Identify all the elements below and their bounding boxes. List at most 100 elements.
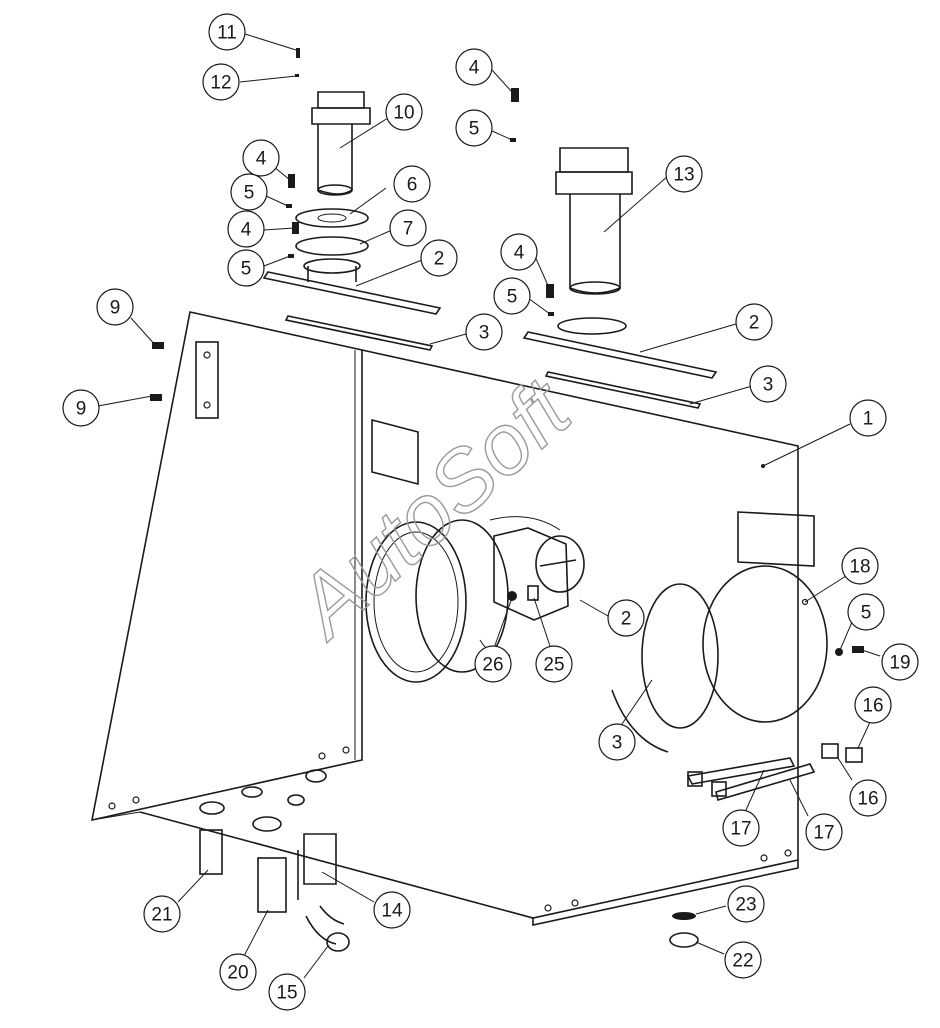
svg-text:2: 2 <box>434 249 445 270</box>
gasket-strip-2a <box>262 271 442 315</box>
callout-1: 1 <box>849 399 887 437</box>
inspection-openings <box>365 516 828 753</box>
sight-gauge <box>493 527 585 621</box>
callout-19: 19 <box>881 643 919 681</box>
filler-neck-assembly <box>262 91 442 351</box>
callout-21: 21 <box>143 895 181 933</box>
svg-text:5: 5 <box>469 119 480 140</box>
svg-text:2: 2 <box>621 609 632 630</box>
svg-text:9: 9 <box>110 298 121 319</box>
callout-18: 18 <box>841 547 879 585</box>
callout-16-a: 16 <box>854 686 892 724</box>
svg-text:16: 16 <box>857 789 878 810</box>
svg-text:22: 22 <box>732 951 753 972</box>
flange-7 <box>295 236 369 256</box>
plug-22 <box>669 932 699 948</box>
svg-text:4: 4 <box>241 220 252 241</box>
fitting-16b <box>845 747 863 763</box>
svg-text:5: 5 <box>861 603 872 624</box>
svg-text:17: 17 <box>730 819 751 840</box>
callout-12: 12 <box>202 63 240 101</box>
svg-text:18: 18 <box>849 557 870 578</box>
gasket-strip-3a <box>284 315 434 351</box>
callouts: 11 12 10 4 5 6 4 7 5 2 4 5 13 4 5 2 3 9 … <box>62 13 919 1011</box>
tank-side-panel <box>90 311 363 822</box>
callout-4-b: 4 <box>227 210 265 248</box>
callout-2-b: 2 <box>735 303 773 341</box>
leader-lines <box>97 33 881 979</box>
sight-gauge-lens <box>535 535 585 593</box>
svg-text:23: 23 <box>735 895 756 916</box>
svg-text:5: 5 <box>241 259 252 280</box>
callout-4-a: 4 <box>242 139 280 177</box>
callout-3-c: 3 <box>598 723 636 761</box>
tank-base-edge <box>91 811 141 821</box>
callout-9-b: 9 <box>62 389 100 427</box>
bottom-components <box>199 769 699 952</box>
svg-text:2: 2 <box>749 313 760 334</box>
callout-17-a: 17 <box>722 809 760 847</box>
inspection-cover <box>702 565 828 723</box>
elbow-15 <box>305 915 337 945</box>
callout-6: 6 <box>393 165 431 203</box>
svg-text:1: 1 <box>863 409 874 430</box>
callout-5-a: 5 <box>230 173 268 211</box>
side-bracket <box>195 341 219 419</box>
valve-14 <box>303 833 337 885</box>
gauge-fitting <box>527 585 539 601</box>
svg-text:5: 5 <box>244 183 255 204</box>
svg-text:17: 17 <box>813 823 834 844</box>
svg-text:12: 12 <box>210 73 231 94</box>
callout-5-b: 5 <box>227 249 265 287</box>
svg-text:19: 19 <box>889 653 910 674</box>
svg-text:13: 13 <box>673 165 694 186</box>
callout-2-a: 2 <box>420 239 458 277</box>
pipe-17b <box>715 763 816 802</box>
left-ring-flange <box>365 521 467 683</box>
sight-gauge-plate <box>493 527 569 621</box>
gasket-strip-2b <box>522 331 718 379</box>
callout-11: 11 <box>208 13 246 51</box>
callout-5-e: 5 <box>847 593 885 631</box>
callout-14: 14 <box>373 891 411 929</box>
svg-text:4: 4 <box>469 58 480 79</box>
callout-5-c: 5 <box>455 109 493 147</box>
callout-22: 22 <box>724 941 762 979</box>
svg-text:3: 3 <box>763 375 774 396</box>
svg-text:16: 16 <box>862 696 883 717</box>
front-bracket-right <box>737 511 815 567</box>
tank-body <box>90 311 815 926</box>
svg-text:26: 26 <box>482 655 503 676</box>
filler-neck-large <box>522 147 718 409</box>
callout-17-b: 17 <box>805 813 843 851</box>
callout-25: 25 <box>535 645 573 683</box>
fasteners <box>150 48 864 656</box>
flange-6 <box>295 208 369 228</box>
callout-4-d: 4 <box>500 233 538 271</box>
svg-text:15: 15 <box>276 983 297 1004</box>
right-ring-gasket-arc <box>611 689 669 753</box>
svg-text:21: 21 <box>151 905 172 926</box>
svg-text:25: 25 <box>543 655 564 676</box>
front-bracket-left <box>371 418 419 486</box>
gasket-strip-3b <box>544 371 702 409</box>
tank-bottom-flange <box>532 860 799 926</box>
drain-plug <box>507 591 517 601</box>
callout-2-c: 2 <box>607 599 645 637</box>
svg-text:4: 4 <box>514 243 525 264</box>
callout-3-b: 3 <box>749 365 787 403</box>
callout-15: 15 <box>268 973 306 1011</box>
right-ring-flange <box>641 583 719 729</box>
callout-13: 13 <box>665 155 703 193</box>
callout-3-a: 3 <box>465 313 503 351</box>
svg-text:7: 7 <box>403 219 414 240</box>
washer-23 <box>672 912 696 920</box>
callout-4-c: 4 <box>455 48 493 86</box>
svg-text:3: 3 <box>612 733 623 754</box>
callout-10: 10 <box>385 93 423 131</box>
callout-7: 7 <box>389 209 427 247</box>
filter-21 <box>199 829 223 875</box>
svg-text:20: 20 <box>227 963 248 984</box>
watermark-text: AutoSoft <box>275 360 590 658</box>
